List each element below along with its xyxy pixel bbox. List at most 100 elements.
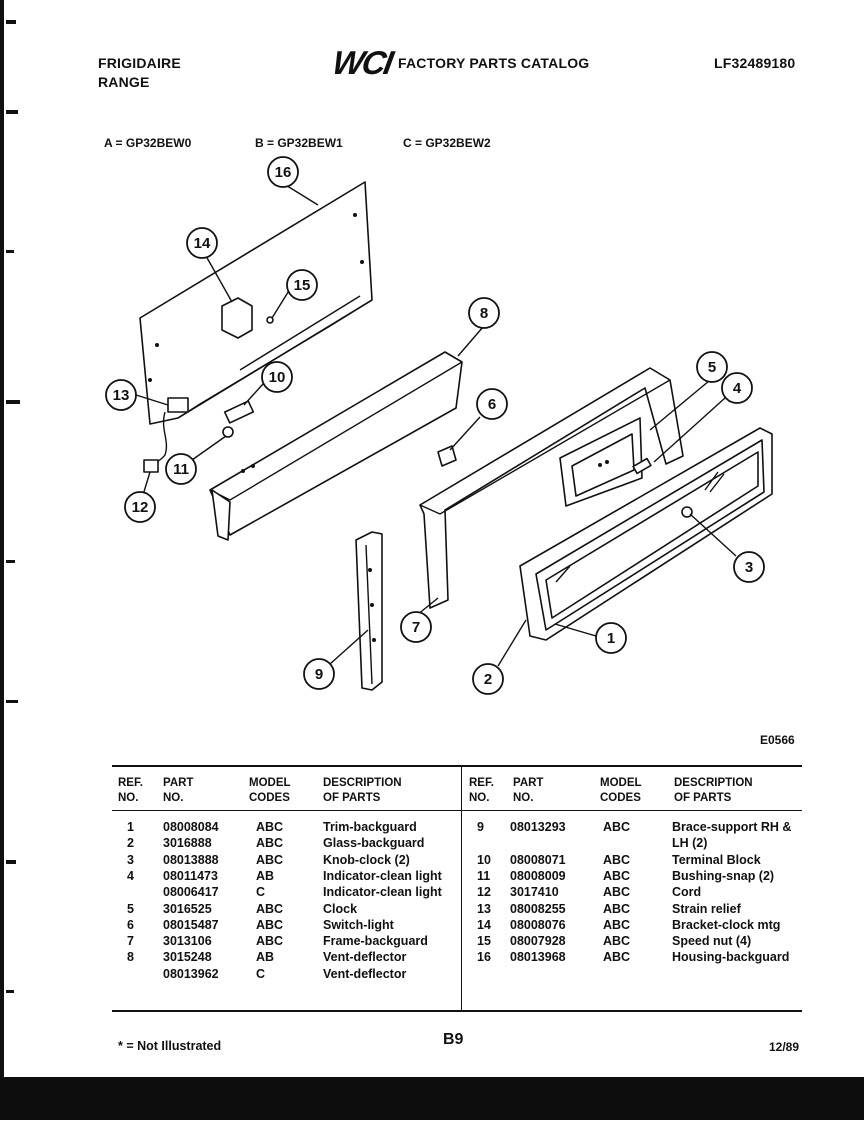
row-part: 08008076 bbox=[510, 917, 566, 932]
row-ref: 7 bbox=[127, 934, 134, 949]
svg-text:7: 7 bbox=[412, 619, 420, 636]
svg-text:1: 1 bbox=[607, 630, 615, 647]
clock bbox=[559, 417, 643, 507]
row-ref: 12 bbox=[477, 885, 491, 900]
row-ref: 3 bbox=[127, 852, 134, 867]
svg-text:10: 10 bbox=[269, 369, 286, 386]
row-codes: AB bbox=[256, 868, 275, 883]
row-part: 3013106 bbox=[163, 934, 212, 949]
svg-text:12: 12 bbox=[132, 499, 149, 516]
row-ref: 8 bbox=[127, 950, 134, 965]
row-codes: ABC bbox=[603, 852, 631, 867]
row-codes: ABC bbox=[603, 820, 631, 834]
svg-text:4: 4 bbox=[733, 380, 742, 397]
frame-backguard bbox=[419, 367, 684, 609]
header-ref-left: REF.NO. bbox=[118, 777, 143, 804]
catalog-title: FACTORY PARTS CATALOG bbox=[398, 55, 590, 71]
row-desc: Bushing-snap (2) bbox=[672, 868, 775, 883]
left-edge-strip bbox=[0, 0, 22, 1120]
row-part: 3015248 bbox=[163, 950, 212, 965]
exploded-parts-diagram: 1 2 3 4 5 6 7 8 9 10 11 12 13 14 15 16 bbox=[105, 156, 773, 695]
row-part: 08013968 bbox=[510, 950, 566, 965]
row-ref: 2 bbox=[127, 836, 134, 851]
wci-logo: WCI bbox=[330, 44, 395, 82]
svg-text:3: 3 bbox=[745, 559, 753, 576]
model-b: B = GP32BEW1 bbox=[255, 136, 343, 150]
row-desc: Speed nut (4) bbox=[672, 934, 752, 949]
table-header-rule bbox=[112, 810, 802, 811]
bracket-clock bbox=[221, 297, 274, 339]
callout-13: 13 bbox=[105, 379, 137, 411]
row-desc: LH (2) bbox=[672, 836, 708, 851]
row-desc: Trim-backguard bbox=[323, 820, 417, 834]
row-part: 08011473 bbox=[163, 868, 218, 883]
row-part: 08008009 bbox=[510, 868, 566, 883]
row-desc: Knob-clock (2) bbox=[323, 852, 410, 867]
revision-date: 12/89 bbox=[769, 1040, 800, 1054]
row-part: 08013293 bbox=[510, 820, 566, 834]
row-ref: 15 bbox=[477, 934, 491, 949]
model-c: C = GP32BEW2 bbox=[403, 136, 491, 150]
row-codes: ABC bbox=[603, 901, 631, 916]
row-codes: ABC bbox=[603, 934, 631, 949]
row-ref: 11 bbox=[477, 868, 491, 883]
row-desc: Indicator-clean light bbox=[323, 868, 442, 883]
catalog-number: LF32489180 bbox=[714, 55, 796, 71]
svg-text:11: 11 bbox=[173, 461, 189, 478]
row-desc: Terminal Block bbox=[672, 852, 761, 867]
row-ref: 14 bbox=[477, 917, 491, 932]
row-codes: C bbox=[256, 966, 266, 981]
table-bottom-rule bbox=[112, 1010, 802, 1012]
callout-1: 1 bbox=[595, 622, 627, 654]
row-part: 08013962 bbox=[163, 966, 219, 981]
svg-text:15: 15 bbox=[294, 277, 311, 294]
row-part: 3017410 bbox=[510, 885, 559, 900]
row-desc: Switch-light bbox=[323, 917, 394, 932]
row-codes: AB bbox=[256, 950, 275, 965]
header-ref-right: REF.NO. bbox=[469, 777, 494, 804]
callout-14: 14 bbox=[186, 227, 218, 259]
row-part: 08008071 bbox=[510, 852, 566, 867]
svg-text:6: 6 bbox=[488, 396, 496, 413]
svg-text:14: 14 bbox=[194, 235, 211, 252]
callout-12: 12 bbox=[124, 491, 156, 523]
row-part: 08007928 bbox=[510, 934, 566, 949]
callout-9: 9 bbox=[303, 658, 335, 690]
row-part: 3016888 bbox=[163, 836, 212, 851]
callout-10: 10 bbox=[261, 361, 293, 393]
wci-logo-text: WCI bbox=[329, 44, 395, 81]
row-part: 08015487 bbox=[163, 917, 219, 932]
callout-15: 15 bbox=[286, 269, 318, 301]
row-desc: Housing-backguard bbox=[672, 950, 790, 965]
row-desc: Strain relief bbox=[672, 901, 741, 916]
row-ref: 6 bbox=[127, 917, 134, 932]
callout-11: 11 bbox=[165, 453, 197, 485]
cord-assembly bbox=[143, 397, 189, 473]
callout-16: 16 bbox=[267, 156, 299, 188]
row-part: 08006417 bbox=[163, 885, 219, 900]
callout-4: 4 bbox=[721, 372, 753, 404]
row-part: 3016525 bbox=[163, 901, 212, 916]
brace-support bbox=[355, 531, 383, 691]
row-codes: C bbox=[256, 885, 266, 900]
switch-light bbox=[437, 445, 457, 467]
callout-6: 6 bbox=[476, 388, 508, 420]
row-desc: Vent-deflector bbox=[323, 950, 407, 965]
model-a: A = GP32BEW0 bbox=[104, 136, 192, 150]
callout-7: 7 bbox=[400, 611, 432, 643]
row-ref: 10 bbox=[477, 852, 491, 867]
row-desc: Cord bbox=[672, 885, 702, 900]
bottom-scan-edge bbox=[0, 1077, 864, 1120]
svg-text:9: 9 bbox=[315, 666, 323, 683]
callout-5: 5 bbox=[696, 351, 728, 383]
callout-3: 3 bbox=[733, 551, 765, 583]
callout-8: 8 bbox=[468, 297, 500, 329]
svg-text:13: 13 bbox=[113, 387, 130, 404]
bushing-snap bbox=[222, 426, 234, 438]
row-desc: Vent-deflector bbox=[323, 966, 407, 981]
row-desc: Indicator-clean light bbox=[323, 885, 442, 900]
row-ref: 9 bbox=[477, 820, 484, 834]
